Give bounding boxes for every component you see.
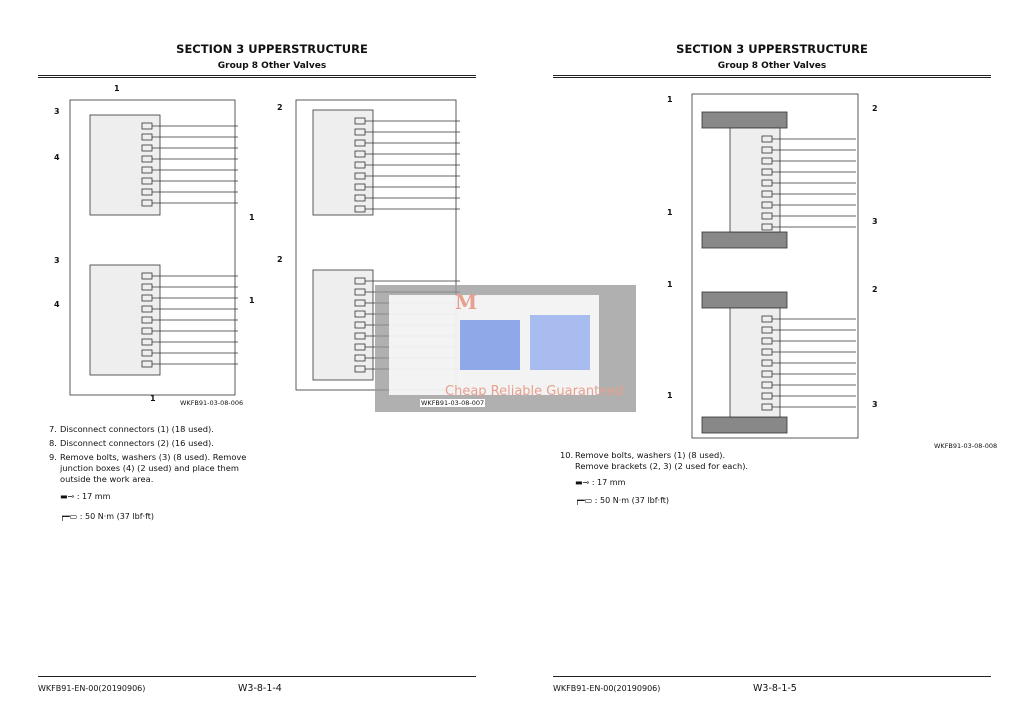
page-number: W3-8-1-4: [238, 683, 282, 694]
step-text: Remove bolts, washers (1) (8 used). Remo…: [575, 450, 749, 471]
callout: 1: [150, 394, 156, 403]
group-title: Group 8 Other Valves: [717, 61, 827, 71]
torque-spec: ┍━▭ : 50 N·m (37 lbf·ft): [575, 496, 669, 505]
figure-brackets: [691, 93, 859, 439]
callout: 3: [54, 256, 60, 265]
callout: 4: [54, 153, 60, 162]
callout: 2: [872, 285, 878, 294]
step-number: 7.: [49, 424, 57, 434]
torque-spec: ┍━▭ : 50 N·m (37 lbf·ft): [60, 512, 154, 521]
torque-value: : 50 N·m (37 lbf·ft): [79, 512, 155, 521]
steps-list: 10.Remove bolts, washers (1) (8 used). R…: [560, 450, 750, 472]
callout: 1: [114, 84, 120, 93]
group-title: Group 8 Other Valves: [217, 61, 327, 71]
callout: 2: [277, 255, 283, 264]
watermark-wrench-icon: [460, 320, 520, 370]
callout: 1: [249, 296, 255, 305]
watermark-slogan: Cheap Reliable Guaranteed: [445, 384, 624, 399]
torque-wrench-icon: ┍━▭: [60, 512, 78, 521]
step-number: 10.: [560, 450, 574, 460]
step-text: Disconnect connectors (2) (16 used).: [60, 438, 214, 448]
callout: 1: [667, 280, 673, 289]
figure-caption: WKFB91-03-08-007: [420, 399, 486, 407]
callout: 3: [54, 107, 60, 116]
callout: 3: [872, 400, 878, 409]
callout: 2: [872, 104, 878, 113]
steps-list: 7.Disconnect connectors (1) (18 used). 8…: [49, 424, 259, 485]
watermark-logo: M: [455, 290, 478, 314]
torque-value: : 50 N·m (37 lbf·ft): [594, 496, 670, 505]
wrench-size: : 17 mm: [76, 492, 111, 501]
step-number: 8.: [49, 438, 57, 448]
watermark-document-icon: [530, 315, 590, 370]
step-text: Disconnect connectors (1) (18 used).: [60, 424, 214, 434]
wrench-spec: ▬⊸ : 17 mm: [575, 478, 625, 487]
callout: 1: [249, 213, 255, 222]
callout: 4: [54, 300, 60, 309]
figure-junction-boxes-2: [295, 99, 460, 391]
header-divider: [38, 75, 476, 78]
footer-divider: [38, 676, 476, 677]
callout: 1: [667, 95, 673, 104]
figure-caption: WKFB91-03-08-006: [180, 399, 244, 407]
callout: 3: [872, 217, 878, 226]
callout: 1: [667, 208, 673, 217]
header-divider: [553, 75, 991, 78]
torque-wrench-icon: ┍━▭: [575, 496, 593, 505]
callout: 2: [277, 103, 283, 112]
figure-caption: WKFB91-03-08-008: [934, 442, 998, 450]
callout: 1: [667, 391, 673, 400]
wrench-size: : 17 mm: [591, 478, 626, 487]
figure-junction-boxes-1: [69, 99, 238, 396]
step-number: 9.: [49, 452, 57, 462]
step-text: Remove bolts, washers (3) (8 used). Remo…: [60, 452, 247, 484]
page-number: W3-8-1-5: [753, 683, 797, 694]
footer-doc-id: WKFB91-EN-00(20190906): [38, 684, 146, 693]
wrench-spec: ▬⊸ : 17 mm: [60, 492, 110, 501]
footer-divider: [553, 676, 991, 677]
section-title: SECTION 3 UPPERSTRUCTURE: [676, 42, 868, 56]
wrench-icon: ▬⊸: [60, 492, 75, 501]
watermark: M Cheap Reliable Guaranteed: [375, 285, 636, 412]
wrench-icon: ▬⊸: [575, 478, 590, 487]
section-title: SECTION 3 UPPERSTRUCTURE: [176, 42, 368, 56]
footer-doc-id: WKFB91-EN-00(20190906): [553, 684, 661, 693]
